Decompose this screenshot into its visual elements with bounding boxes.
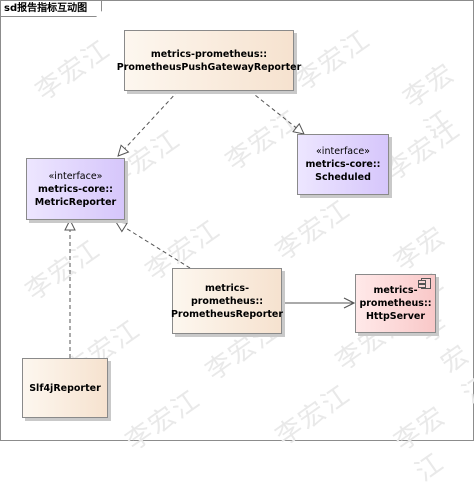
relation-lines bbox=[0, 90, 474, 358]
realization-pushgateway-to-metricreporter bbox=[118, 90, 179, 156]
node-prometheus-reporter-package: metrics-prometheus:: bbox=[190, 282, 264, 307]
realization-prometheusreporter-to-metricreporter bbox=[116, 222, 191, 269]
realization-pushgateway-to-scheduled bbox=[249, 90, 304, 134]
frame-label: sd报告指标互动图 bbox=[1, 1, 102, 17]
node-scheduled-package: metrics-core:: bbox=[305, 159, 381, 170]
node-metric-reporter-package: metrics-core:: bbox=[38, 183, 113, 195]
node-http-server-line2: prometheus:: bbox=[359, 298, 432, 309]
node-push-gateway-reporter-package: metrics-prometheus:: bbox=[150, 48, 268, 60]
node-slf4j-reporter[interactable]: Slf4jReporter bbox=[22, 358, 108, 418]
node-slf4j-reporter-name: Slf4jReporter bbox=[29, 382, 101, 394]
node-metric-reporter-stereotype: «interface» bbox=[48, 170, 103, 182]
node-http-server-line1: metrics- bbox=[373, 285, 418, 296]
node-push-gateway-reporter[interactable]: metrics-prometheus:: PrometheusPushGatew… bbox=[117, 30, 301, 91]
node-scheduled-stereotype: «interface» bbox=[316, 146, 370, 157]
node-metric-reporter[interactable]: «interface» metrics-core:: MetricReporte… bbox=[26, 158, 125, 220]
node-push-gateway-reporter-name: PrometheusPushGatewayReporter bbox=[116, 61, 302, 73]
node-http-server-name: HttpServer bbox=[365, 311, 426, 322]
node-scheduled-name: Scheduled bbox=[315, 172, 371, 183]
component-icon bbox=[418, 278, 431, 289]
node-scheduled[interactable]: «interface» metrics-core:: Scheduled bbox=[297, 134, 389, 195]
node-http-server[interactable]: metrics- prometheus:: HttpServer bbox=[355, 274, 436, 333]
node-prometheus-reporter[interactable]: metrics-prometheus:: PrometheusReporter bbox=[170, 268, 284, 334]
node-prometheus-reporter-name: PrometheusReporter bbox=[170, 308, 284, 320]
node-metric-reporter-name: MetricReporter bbox=[34, 196, 117, 208]
